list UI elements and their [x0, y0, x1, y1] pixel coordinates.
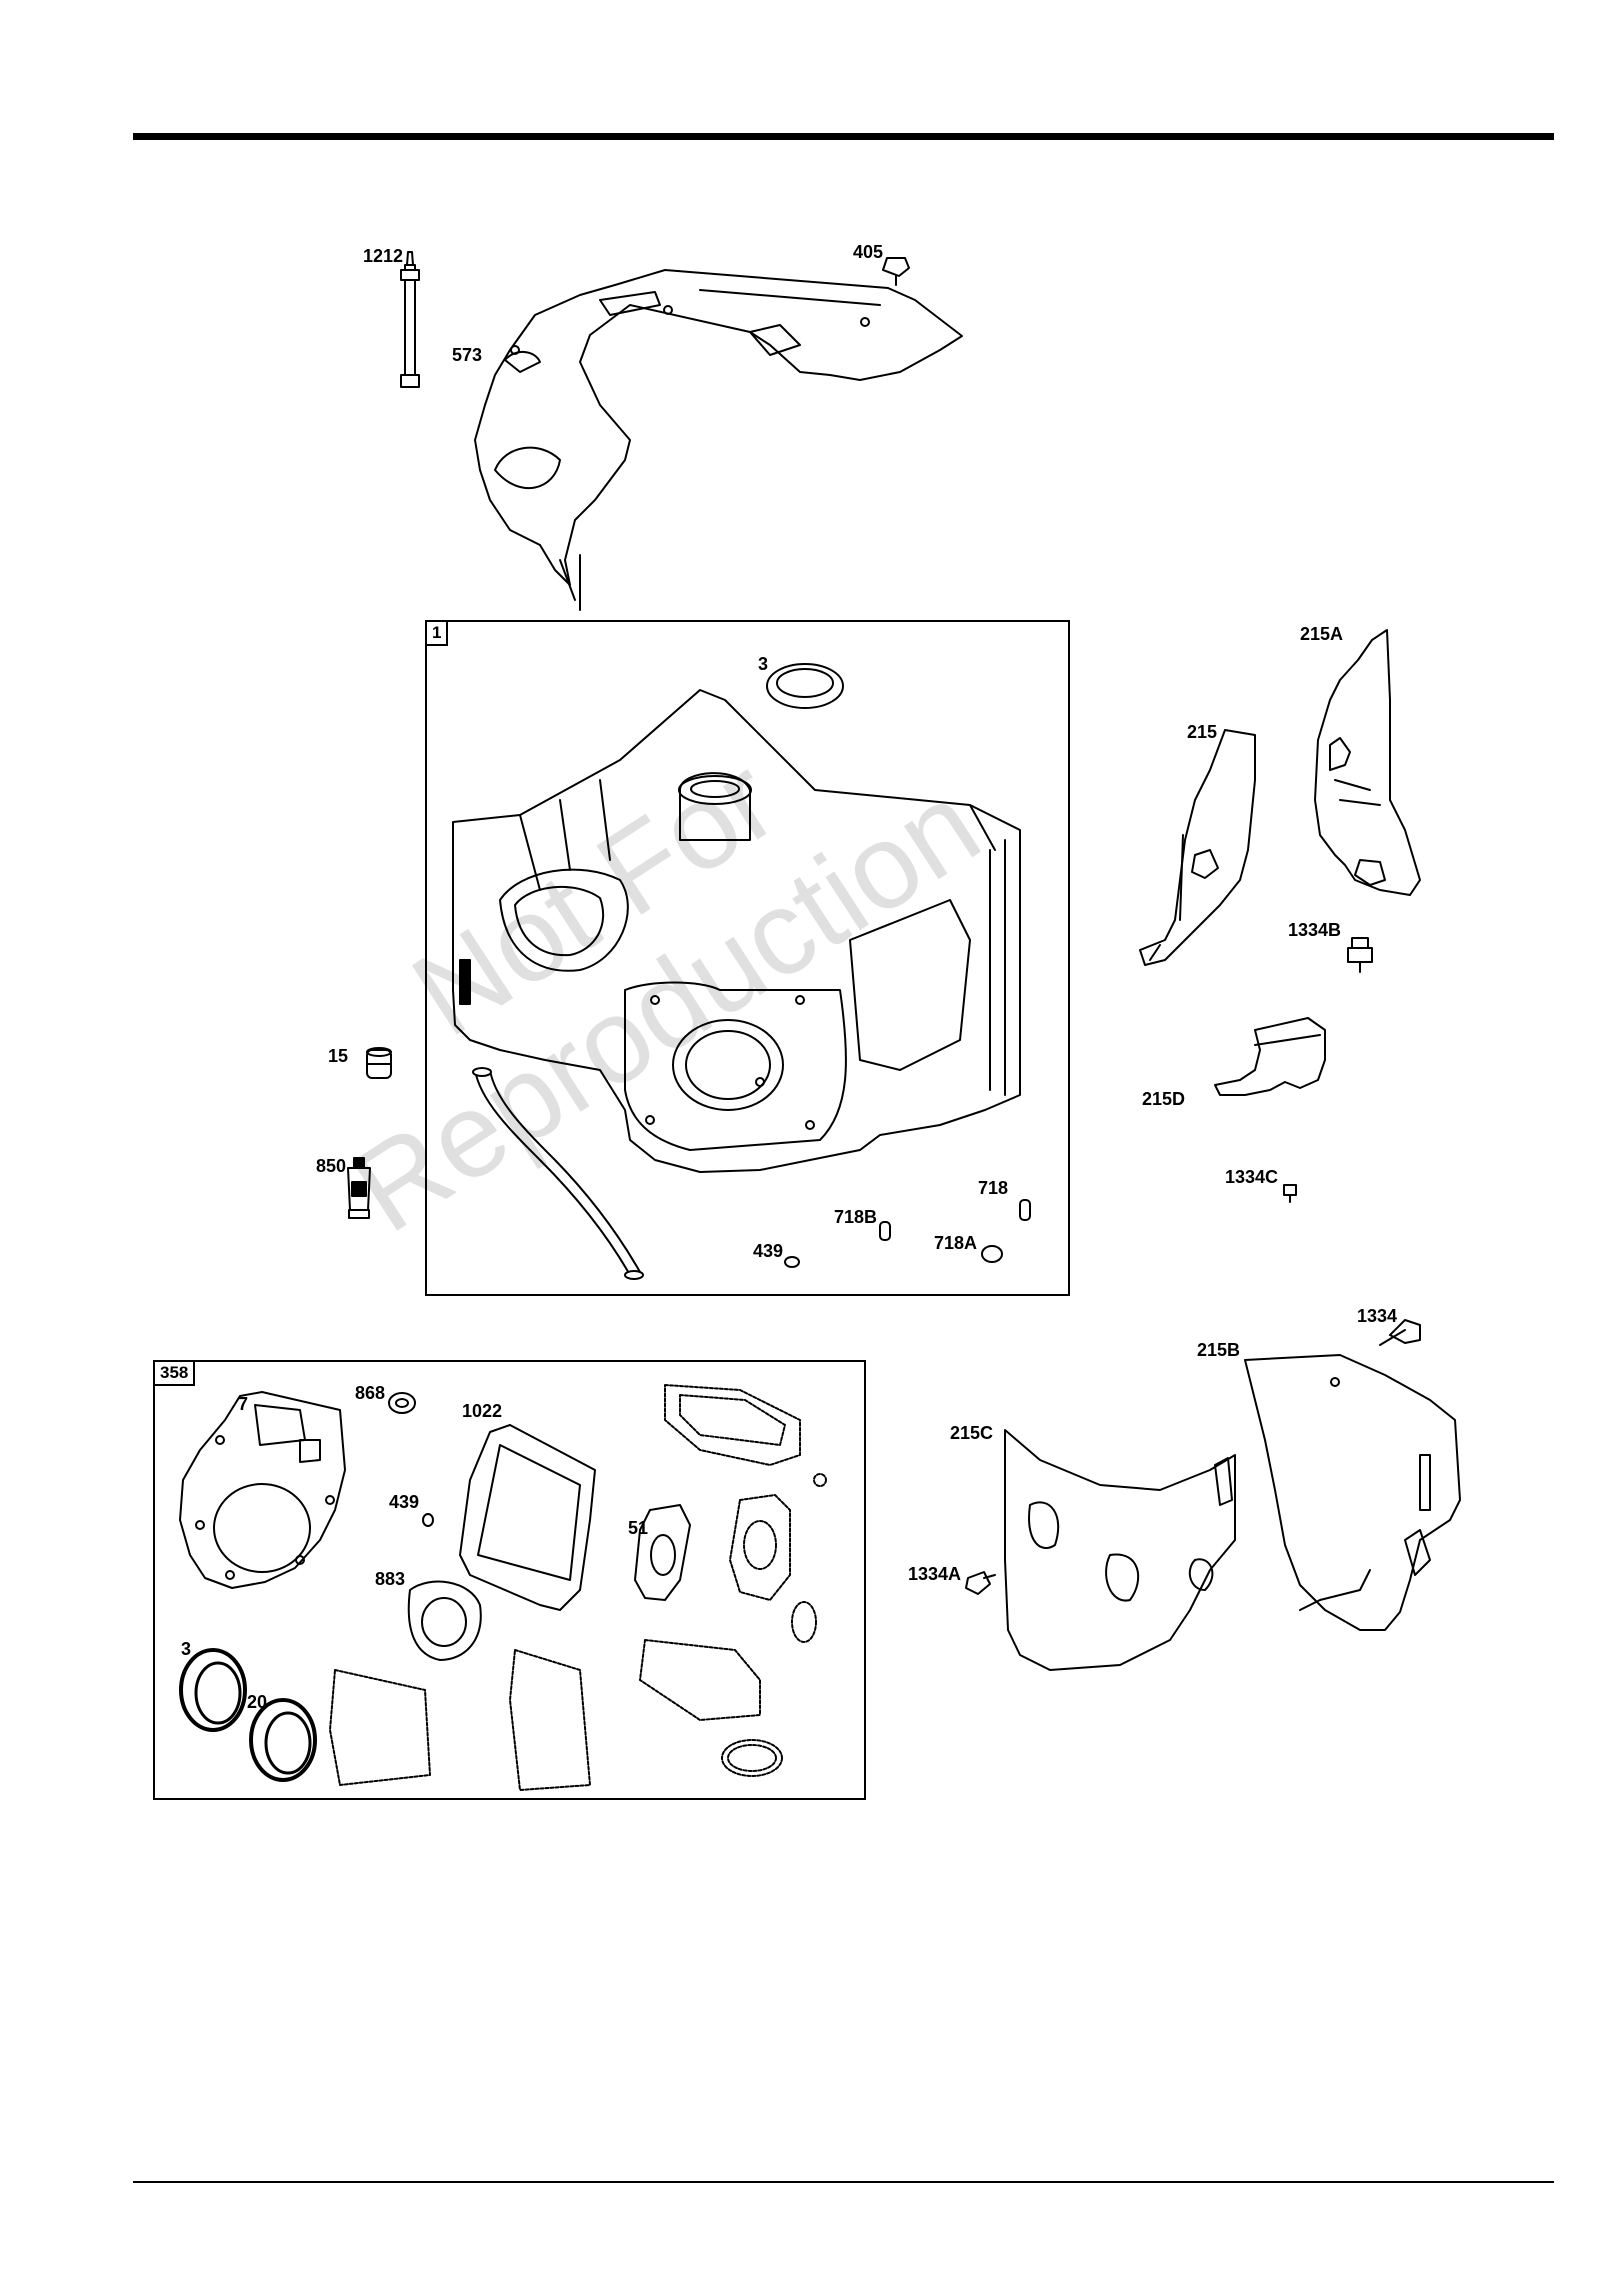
part-1334B-bolt	[1348, 938, 1372, 972]
callout-850: 850	[316, 1156, 346, 1176]
callout-868: 868	[355, 1383, 385, 1403]
callout-15: 15	[328, 1046, 348, 1066]
gasket-set-frame: 358	[153, 1360, 866, 1800]
part-1212-bolt	[401, 252, 419, 387]
callout-718: 718	[978, 1178, 1008, 1198]
callout-439-block: 439	[753, 1241, 783, 1261]
part-1334A-bolt	[966, 1572, 995, 1594]
callout-3-block: 3	[758, 654, 768, 674]
part-215B-cover	[1245, 1355, 1460, 1630]
part-215A-baffle	[1315, 630, 1420, 895]
part-850-sealant-tube	[348, 1158, 370, 1218]
callout-405: 405	[853, 242, 883, 262]
callout-1334C: 1334C	[1225, 1167, 1278, 1187]
part-573-shroud	[475, 270, 962, 610]
callout-215B: 215B	[1197, 1340, 1240, 1360]
callout-883: 883	[375, 1569, 405, 1589]
callout-439-kit: 439	[389, 1492, 419, 1512]
callout-215D: 215D	[1142, 1089, 1185, 1109]
part-215C-cover	[1005, 1430, 1235, 1670]
callout-1334A: 1334A	[908, 1564, 961, 1584]
callout-20: 20	[247, 1692, 267, 1712]
block-assembly-tag: 1	[427, 622, 448, 646]
callout-215: 215	[1187, 722, 1217, 742]
callout-1334B: 1334B	[1288, 920, 1341, 940]
block-assembly-frame: 1	[425, 620, 1070, 1296]
callout-718A: 718A	[934, 1233, 977, 1253]
callout-51: 51	[628, 1518, 648, 1538]
callout-215C: 215C	[950, 1423, 993, 1443]
part-215D-bracket	[1215, 1018, 1325, 1095]
callout-7: 7	[238, 1394, 248, 1414]
callout-1334: 1334	[1357, 1306, 1397, 1326]
callout-718B: 718B	[834, 1207, 877, 1227]
callout-573: 573	[452, 345, 482, 365]
callout-1022: 1022	[462, 1401, 502, 1421]
callout-3-kit: 3	[181, 1639, 191, 1659]
part-215-baffle	[1140, 730, 1255, 965]
part-405-bolt	[883, 258, 909, 285]
part-1334C-bolt	[1284, 1185, 1296, 1202]
callout-215A: 215A	[1300, 624, 1343, 644]
gasket-set-tag: 358	[155, 1362, 195, 1386]
callout-1212: 1212	[363, 246, 403, 266]
part-15-fitting	[367, 1048, 391, 1078]
